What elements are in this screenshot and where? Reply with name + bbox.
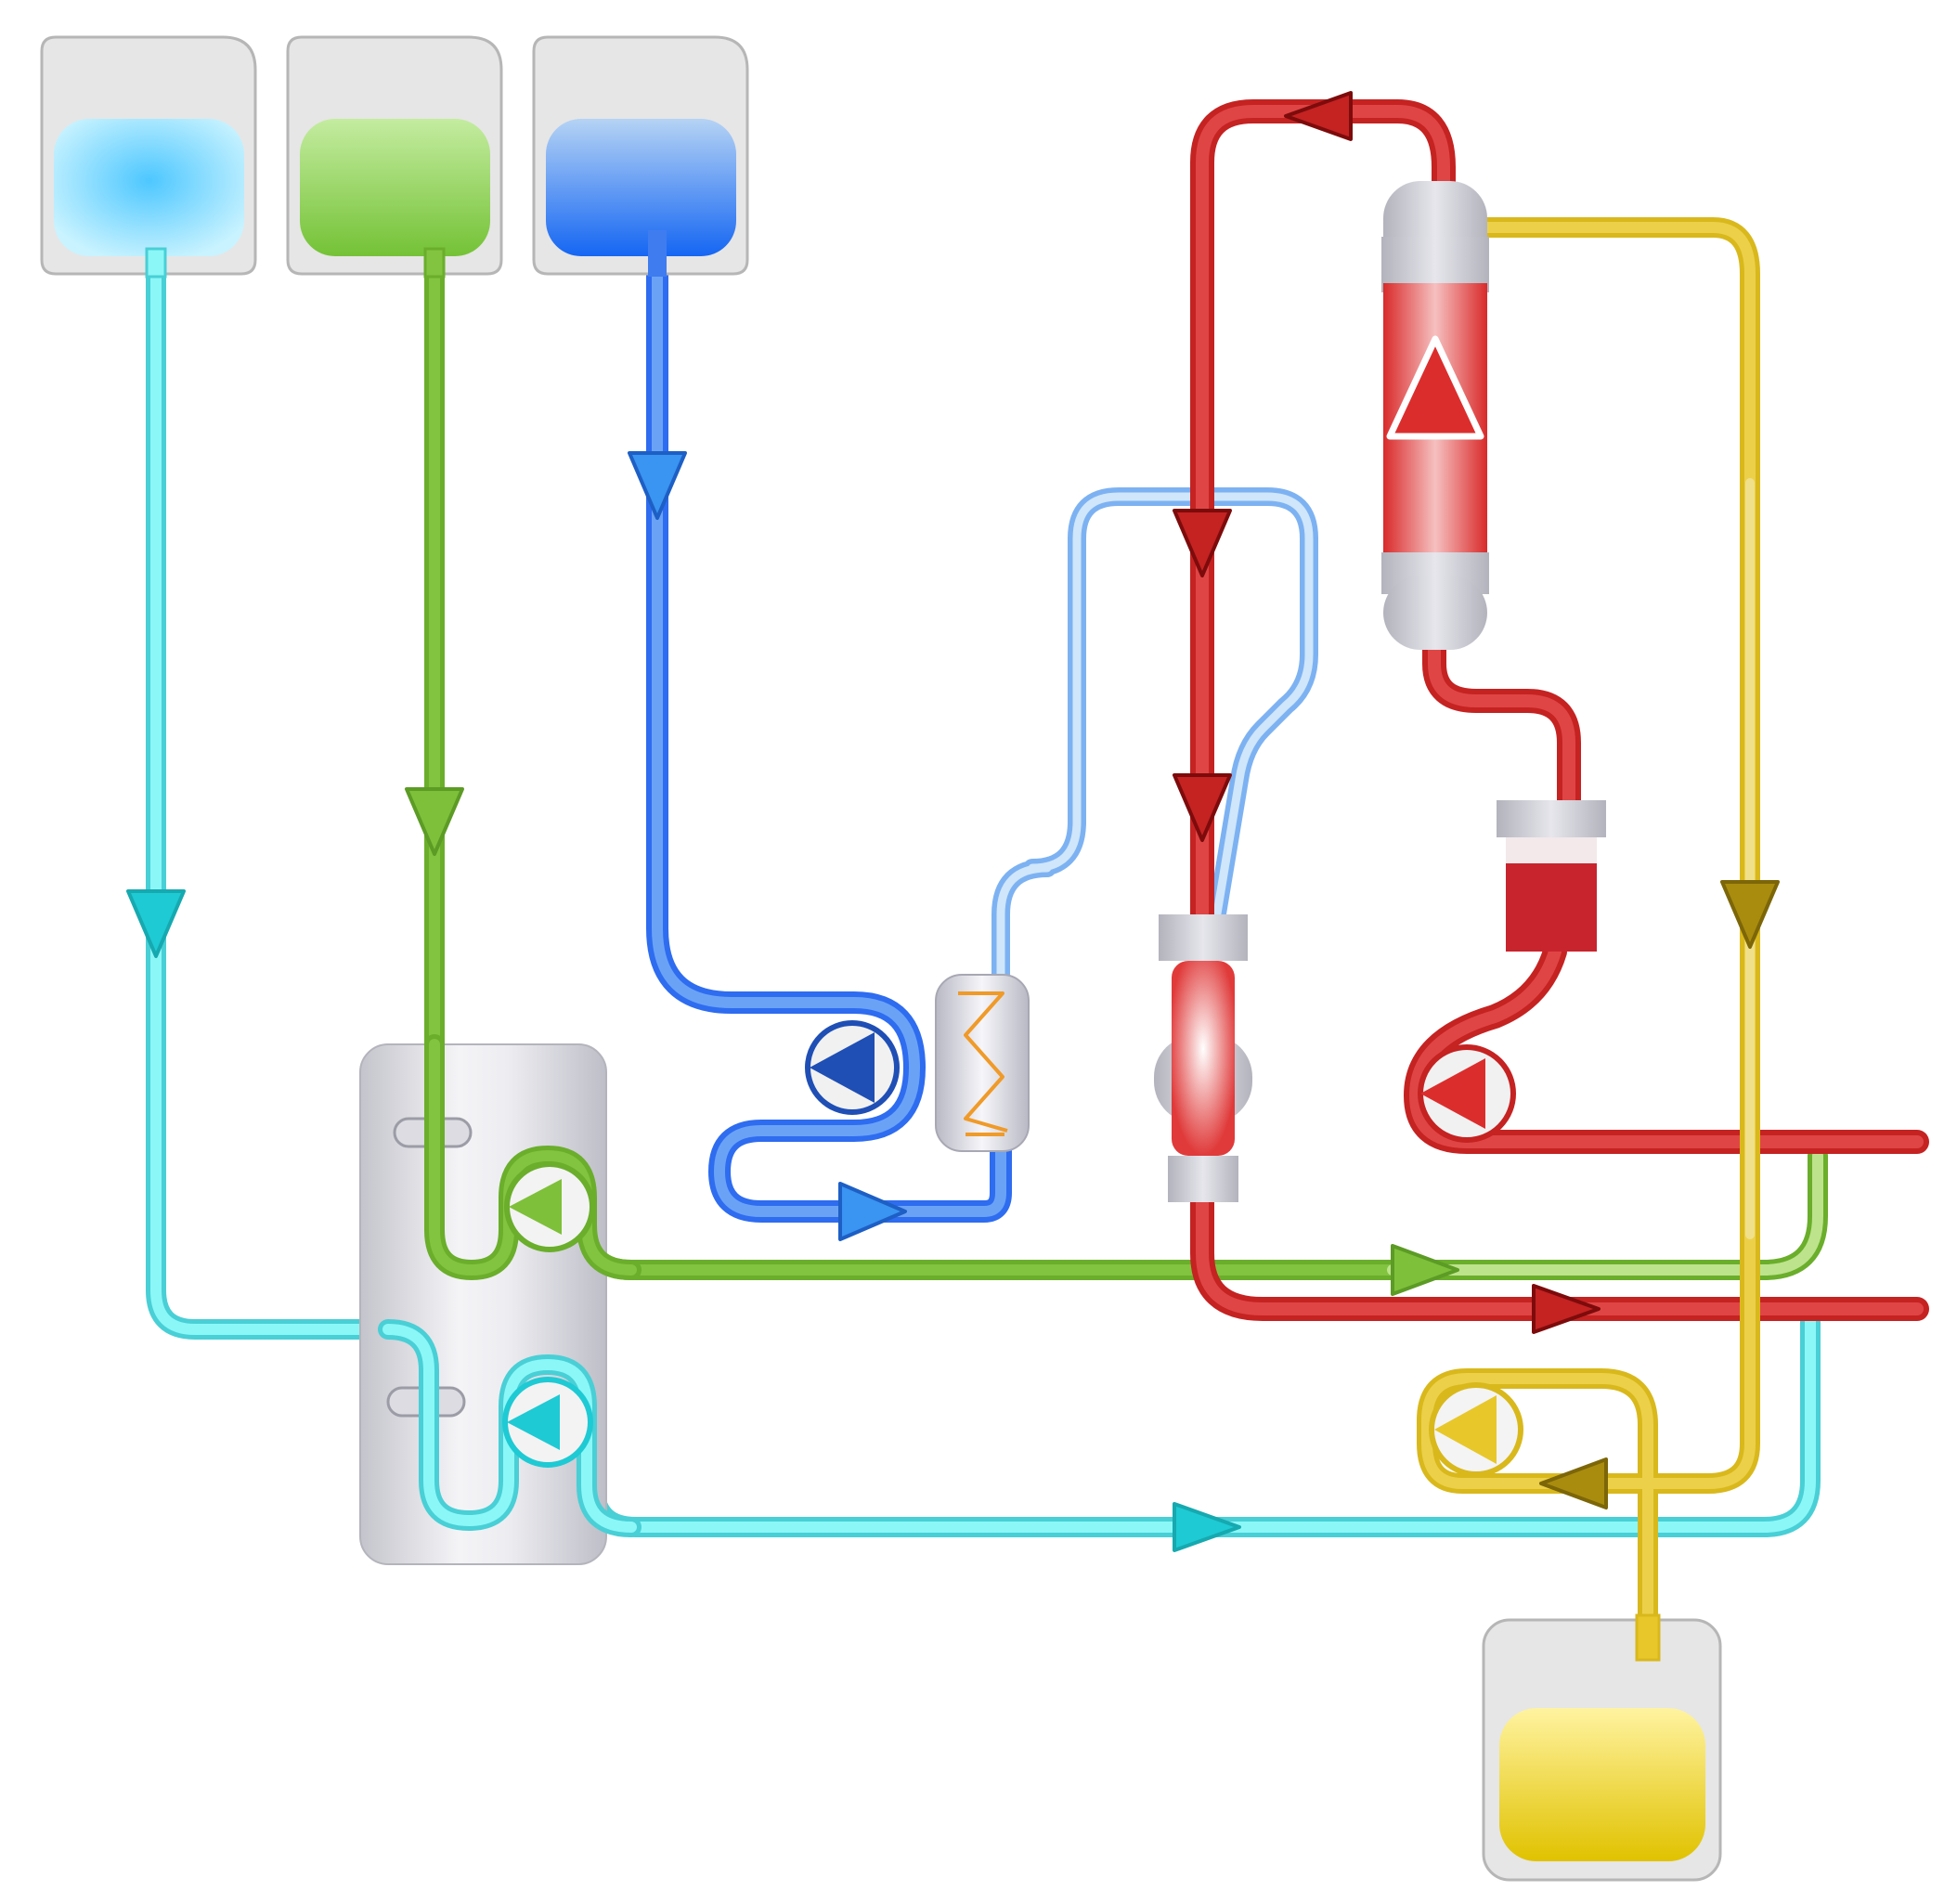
pump-icon — [805, 1020, 900, 1115]
flow-arrow-icon — [1173, 1502, 1241, 1552]
blue-line — [646, 221, 1318, 1223]
flow-arrow-icon — [1532, 1284, 1601, 1334]
pump-icon — [1418, 1044, 1516, 1143]
chamber-icon — [1497, 800, 1606, 952]
green-line-front — [424, 1034, 642, 1280]
flow-arrow-icon — [1173, 773, 1232, 842]
heater-coil-icon — [935, 974, 1030, 1152]
flow-arrow-icon — [1173, 509, 1232, 577]
green-fluid-bag — [286, 35, 503, 276]
pump-icon — [504, 1161, 595, 1252]
flow-arrow-icon — [838, 1182, 907, 1241]
chamber-icon — [1154, 914, 1252, 1202]
red-line — [1190, 99, 1929, 1321]
pump-icon — [1429, 1382, 1523, 1477]
filter-icon — [1381, 181, 1489, 650]
green-line — [424, 242, 1828, 1280]
flow-arrow-icon — [1284, 91, 1353, 141]
flow-arrow-icon — [405, 787, 464, 856]
flow-arrow-icon — [628, 451, 687, 520]
bag-outlets — [145, 230, 1661, 1662]
flow-arrow-icon — [1539, 1457, 1608, 1509]
pump-cabinet — [359, 1043, 607, 1565]
flow-arrow-icon — [1720, 880, 1780, 949]
yellow-waste-bag — [1482, 1618, 1722, 1882]
blue-fluid-bag — [532, 35, 749, 276]
cyan-fluid-bag — [40, 35, 257, 276]
flow-arrow-icon — [126, 889, 186, 958]
pump-icon — [502, 1377, 593, 1468]
yellow-line — [1417, 217, 1760, 1667]
flow-arrow-icon — [1391, 1244, 1459, 1296]
